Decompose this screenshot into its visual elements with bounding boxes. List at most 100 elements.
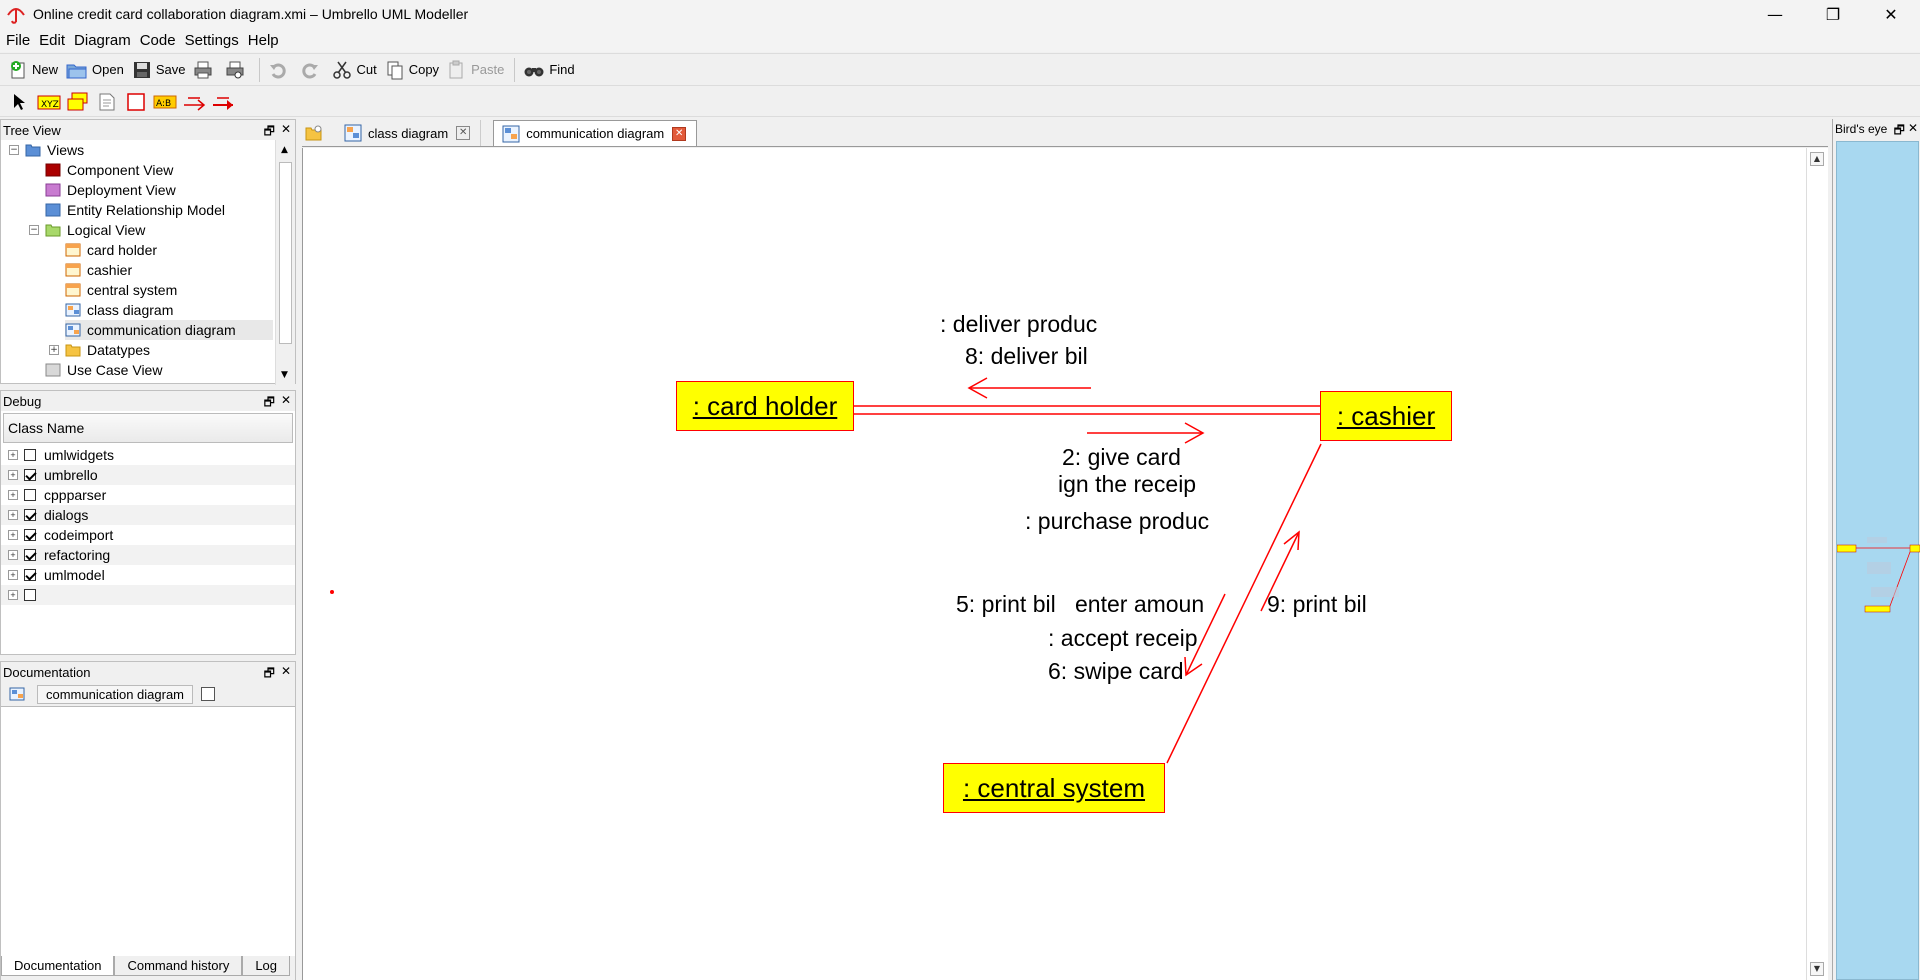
expand-icon[interactable]: + (8, 570, 18, 580)
scroll-up-icon[interactable]: ▲ (1810, 152, 1824, 166)
message-arrow[interactable] (1185, 593, 1226, 676)
paste-button[interactable]: Paste (444, 56, 507, 84)
expand-icon[interactable]: + (8, 530, 18, 540)
canvas-vertical-scrollbar[interactable]: ▲ ▼ (1806, 148, 1828, 980)
cut-button[interactable]: Cut (329, 56, 379, 84)
redo-button[interactable] (297, 56, 327, 84)
new-button[interactable]: New (5, 56, 61, 84)
box-tool-button[interactable] (122, 89, 150, 115)
menu-file[interactable]: File (6, 31, 31, 49)
tree-scrollbar[interactable]: ▲ ▼ (275, 140, 295, 385)
tree-item-logical-view[interactable]: Logical View (45, 220, 145, 240)
scroll-up-icon[interactable]: ▲ (281, 145, 288, 155)
tree-item-cashier[interactable]: cashier (65, 260, 132, 280)
float-dock-icon[interactable]: 🗗 (263, 124, 275, 138)
minimize-button[interactable]: — (1767, 4, 1783, 24)
message-deliver-bill[interactable]: 8: deliver bil (965, 343, 1088, 369)
menu-settings[interactable]: Settings (184, 31, 239, 49)
message-purchase-product[interactable]: : purchase produc (1025, 508, 1210, 534)
expand-icon[interactable]: + (8, 550, 18, 560)
print-button[interactable] (190, 56, 220, 84)
open-button[interactable]: Open (63, 56, 127, 84)
message-print-bill-5[interactable]: 5: print bil (956, 591, 1056, 617)
debug-checkbox[interactable] (24, 589, 36, 601)
message-swipe-card[interactable]: 6: swipe card (1048, 658, 1184, 684)
undo-button[interactable] (265, 56, 295, 84)
birds-eye-view[interactable] (1836, 141, 1920, 980)
scroll-down-icon[interactable]: ▼ (1810, 962, 1824, 976)
text-tool-button[interactable]: A:B (151, 89, 179, 115)
tree-scroll-thumb[interactable] (279, 162, 292, 344)
note-tool-button[interactable] (93, 89, 121, 115)
close-window-button[interactable]: ✕ (1884, 4, 1898, 24)
collapse-logical-view-icon[interactable]: − (29, 225, 39, 235)
async-message-tool-button[interactable] (209, 89, 237, 115)
debug-row-cppparser[interactable]: + cppparser (1, 485, 295, 505)
debug-checkbox[interactable] (24, 509, 36, 521)
close-tab-icon[interactable]: ✕ (672, 126, 687, 141)
debug-row-umlmodel[interactable]: + umlmodel (1, 565, 295, 585)
message-deliver-product[interactable]: : deliver produc (940, 311, 1098, 337)
object-cashier[interactable]: : cashier (1320, 391, 1452, 441)
menu-help[interactable]: Help (247, 31, 279, 49)
expand-icon[interactable]: + (8, 590, 18, 600)
menu-diagram[interactable]: Diagram (74, 31, 131, 49)
debug-row-empty[interactable]: + (1, 585, 295, 605)
debug-checkbox[interactable] (24, 489, 36, 501)
message-give-card[interactable]: 2: give card (1062, 444, 1181, 470)
tab-class-diagram[interactable]: class diagram ✕ (336, 120, 482, 146)
message-print-bill-9[interactable]: 9: print bil (1267, 591, 1367, 617)
find-button[interactable]: Find (520, 56, 577, 84)
tree-item-central-system[interactable]: central system (65, 280, 177, 300)
class-name-column-header[interactable]: Class Name (3, 413, 293, 443)
select-tool-button[interactable] (6, 89, 34, 115)
object-card-holder[interactable]: : card holder (676, 381, 854, 431)
documentation-checkbox[interactable] (201, 687, 216, 701)
tree-item-class-diagram[interactable]: class diagram (65, 300, 173, 320)
debug-checkbox[interactable] (24, 449, 36, 461)
save-button[interactable]: Save (129, 56, 189, 84)
scroll-down-icon[interactable]: ▼ (281, 370, 288, 380)
close-dock-icon[interactable]: ✕ (280, 664, 291, 678)
print-preview-button[interactable] (222, 56, 252, 84)
tree-item-deployment-view[interactable]: Deployment View (45, 180, 176, 200)
documentation-text-area[interactable] (1, 706, 295, 956)
float-dock-icon[interactable]: 🗗 (263, 666, 275, 680)
multi-object-tool-button[interactable] (64, 89, 92, 115)
close-dock-icon[interactable]: ✕ (280, 393, 291, 407)
collapse-views-icon[interactable]: − (9, 145, 19, 155)
object-central-system[interactable]: : central system (943, 763, 1165, 813)
association-line[interactable] (1166, 443, 1322, 764)
debug-row-codeimport[interactable]: + codeimport (1, 525, 295, 545)
message-arrow[interactable] (1260, 531, 1300, 612)
tree-item-views[interactable]: Views (25, 140, 84, 160)
object-tool-button[interactable]: XYZ (35, 89, 63, 115)
message-accept-receipt[interactable]: : accept receip (1048, 625, 1198, 651)
close-tab-icon[interactable]: ✕ (456, 126, 471, 140)
float-dock-icon[interactable]: 🗗 (263, 395, 275, 409)
tree-item-component-view[interactable]: Component View (45, 160, 173, 180)
message-sign-receipt[interactable]: ign the receip (1058, 471, 1197, 497)
close-dock-icon[interactable]: ✕ (1907, 121, 1918, 135)
tree-item-entity-relationship-model[interactable]: Entity Relationship Model (45, 200, 225, 220)
debug-checkbox[interactable] (24, 569, 36, 581)
debug-row-umbrello[interactable]: + umbrello (1, 465, 295, 485)
tab-communication-diagram[interactable]: communication diagram ✕ (493, 120, 698, 146)
expand-datatypes-icon[interactable]: + (49, 345, 59, 355)
communication-diagram-canvas[interactable]: : card holder : cashier : central system… (303, 148, 1807, 980)
message-enter-amount[interactable]: enter amoun (1075, 591, 1205, 617)
menu-edit[interactable]: Edit (39, 31, 66, 49)
tab-log[interactable]: Log (242, 956, 291, 976)
close-dock-icon[interactable]: ✕ (280, 122, 291, 136)
expand-icon[interactable]: + (8, 470, 18, 480)
expand-icon[interactable]: + (8, 490, 18, 500)
debug-checkbox[interactable] (24, 469, 36, 481)
message-tool-button[interactable] (180, 89, 208, 115)
tree-item-use-case-view[interactable]: Use Case View (45, 360, 162, 380)
tab-documentation[interactable]: Documentation (1, 956, 115, 976)
menu-code[interactable]: Code (139, 31, 176, 49)
tree-item-communication-diagram[interactable]: communication diagram (65, 320, 273, 340)
new-diagram-button[interactable] (302, 120, 326, 146)
maximize-button[interactable]: ❐ (1825, 4, 1841, 24)
tree-item-card-holder[interactable]: card holder (65, 240, 157, 260)
